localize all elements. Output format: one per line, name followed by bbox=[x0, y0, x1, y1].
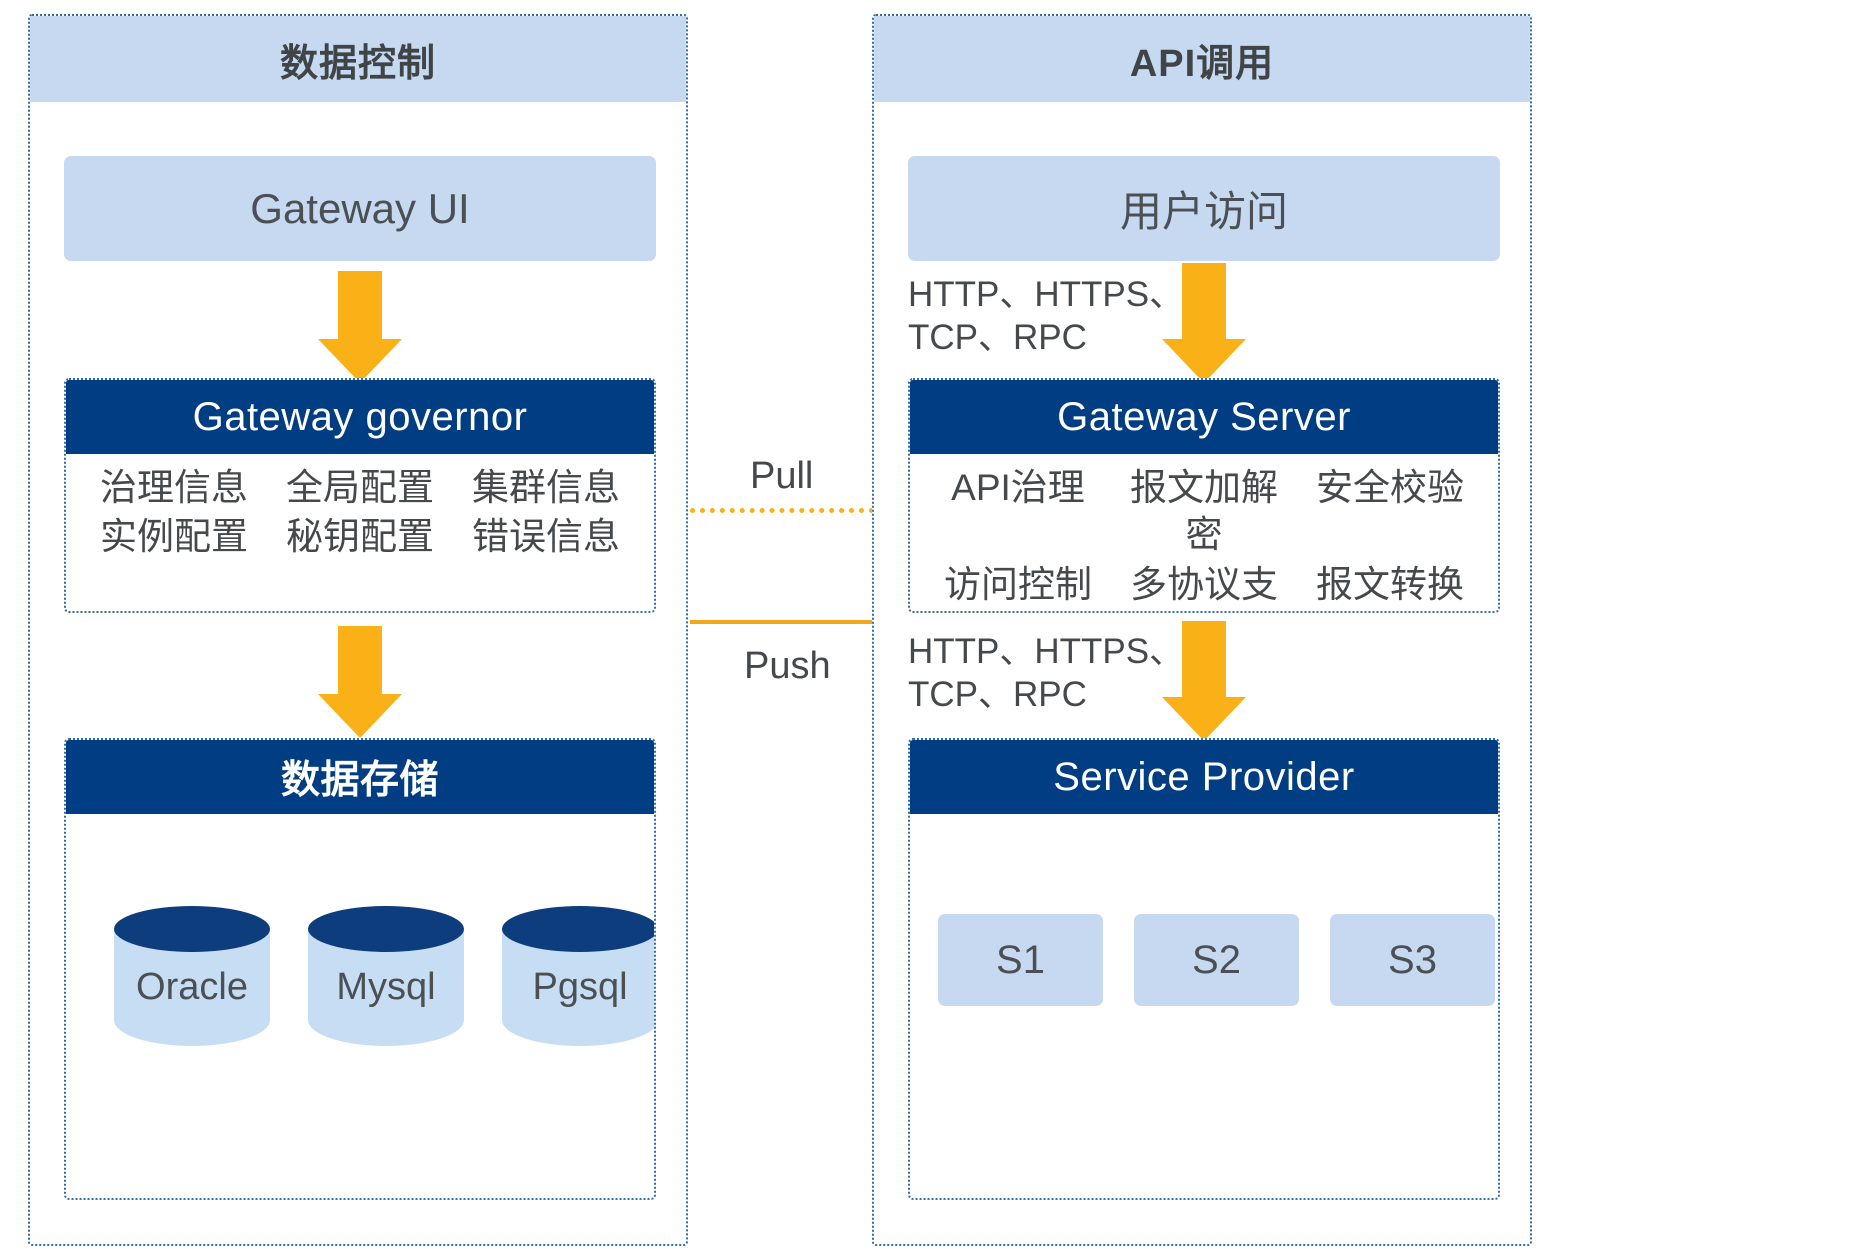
protocol-label-bottom: HTTP、HTTPS、 TCP、RPC bbox=[908, 631, 1208, 716]
cylinder-top bbox=[114, 906, 270, 952]
db-label: Mysql bbox=[336, 966, 436, 1008]
panel-left-title: 数据控制 bbox=[30, 16, 686, 102]
governor-feature: 错误信息 bbox=[472, 516, 620, 558]
panel-api-invocation: API调用 用户访问 HTTP、HTTPS、 TCP、RPC Gateway S… bbox=[872, 14, 1532, 1246]
cylinder-top bbox=[308, 906, 464, 952]
panel-data-control: 数据控制 Gateway UI Gateway governor 治理信息 全局… bbox=[28, 14, 688, 1246]
gateway-server-title: Gateway Server bbox=[910, 380, 1498, 454]
protocol-line-2: TCP、RPC bbox=[908, 317, 1087, 357]
data-storage-title: 数据存储 bbox=[66, 740, 654, 814]
db-cylinder-pgsql[interactable]: Pgsql bbox=[502, 906, 654, 1054]
db-cylinder-oracle[interactable]: Oracle bbox=[114, 906, 270, 1054]
gateway-feature: 报文转换 bbox=[1316, 563, 1464, 605]
pull-connector-line bbox=[690, 508, 894, 513]
protocol-line-2: TCP、RPC bbox=[908, 674, 1087, 714]
protocol-line-1: HTTP、HTTPS、 bbox=[908, 632, 1185, 671]
service-box-s2[interactable]: S2 bbox=[1134, 914, 1299, 1006]
protocol-label-top: HTTP、HTTPS、 TCP、RPC bbox=[908, 274, 1208, 359]
gateway-ui-box[interactable]: Gateway UI bbox=[64, 156, 656, 261]
service-provider-title: Service Provider bbox=[910, 740, 1498, 814]
push-label: Push bbox=[744, 645, 831, 687]
arrow-ui-to-governor bbox=[64, 271, 656, 383]
user-access-box[interactable]: 用户访问 bbox=[908, 156, 1500, 261]
panel-right-title: API调用 bbox=[874, 16, 1530, 102]
governor-feature-grid: 治理信息 全局配置 集群信息 实例配置 秘钥配置 错误信息 bbox=[84, 464, 636, 561]
gateway-feature: 报文加解密 bbox=[1130, 467, 1278, 556]
pull-label: Pull bbox=[750, 455, 814, 497]
gateway-server-card[interactable]: Gateway Server API治理 报文加解密 安全校验 访问控制 多协议… bbox=[908, 378, 1500, 613]
service-box-s3[interactable]: S3 bbox=[1330, 914, 1495, 1006]
db-label: Pgsql bbox=[532, 966, 628, 1008]
cylinder-top bbox=[502, 906, 654, 952]
governor-feature: 秘钥配置 bbox=[286, 516, 434, 558]
arrow-gateway-to-provider bbox=[908, 621, 1500, 741]
gateway-feature: 访问控制 bbox=[944, 563, 1092, 605]
governor-feature: 全局配置 bbox=[286, 467, 434, 508]
data-storage-card[interactable]: 数据存储 Oracle Mysql Pgsql bbox=[64, 738, 656, 1200]
push-connector-line bbox=[690, 620, 880, 624]
protocol-line-1: HTTP、HTTPS、 bbox=[908, 275, 1185, 314]
governor-feature: 实例配置 bbox=[100, 516, 248, 558]
gateway-governor-card[interactable]: Gateway governor 治理信息 全局配置 集群信息 实例配置 秘钥配… bbox=[64, 378, 656, 613]
gateway-server-feature-grid: API治理 报文加解密 安全校验 访问控制 多协议支持 报文转换 bbox=[928, 464, 1480, 611]
db-cylinder-mysql[interactable]: Mysql bbox=[308, 906, 464, 1054]
governor-feature: 治理信息 bbox=[100, 467, 248, 508]
service-box-s1[interactable]: S1 bbox=[938, 914, 1103, 1006]
governor-feature: 集群信息 bbox=[472, 467, 620, 508]
gateway-governor-title: Gateway governor bbox=[66, 380, 654, 454]
gateway-feature: 多协议支持 bbox=[1130, 563, 1278, 605]
arrow-user-to-gateway bbox=[908, 263, 1500, 383]
db-label: Oracle bbox=[136, 966, 248, 1008]
gateway-feature: 安全校验 bbox=[1316, 467, 1464, 508]
service-provider-card[interactable]: Service Provider S1 S2 S3 bbox=[908, 738, 1500, 1200]
gateway-feature: API治理 bbox=[951, 467, 1085, 508]
arrow-governor-to-storage bbox=[64, 626, 656, 738]
